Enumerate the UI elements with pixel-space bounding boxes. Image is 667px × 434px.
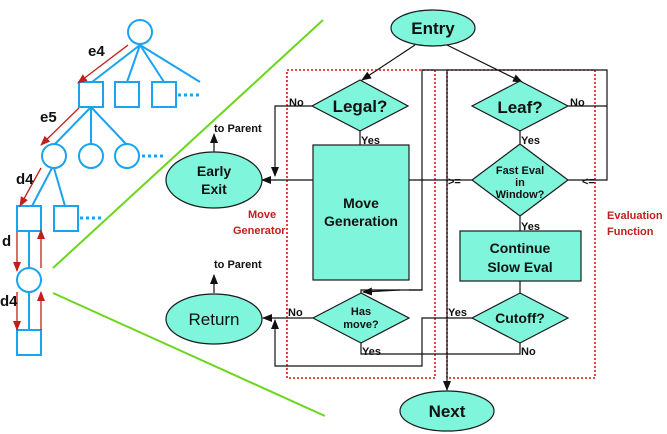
cutoff-decision: Cutoff? bbox=[470, 292, 570, 344]
legal-decision: Legal? bbox=[310, 79, 410, 132]
tree-node bbox=[114, 143, 140, 169]
tree-node bbox=[114, 81, 140, 108]
search-tree: e4 e5 d4 d d4 bbox=[0, 19, 201, 356]
legal-label: Legal? bbox=[333, 97, 388, 116]
search-arrow bbox=[77, 44, 129, 84]
cutoff-no-label: No bbox=[521, 346, 536, 358]
fast-eval-label: Window? bbox=[496, 189, 545, 201]
has-move-no-label: No bbox=[288, 307, 303, 319]
return-node: Return bbox=[165, 293, 263, 345]
fast-eval-le-label: <= bbox=[582, 176, 595, 188]
leaf-label: Leaf? bbox=[497, 98, 542, 117]
early-exit-label: Early bbox=[197, 163, 231, 179]
tree-edge-label: d4 bbox=[0, 293, 18, 310]
move-generator-label: Move bbox=[248, 209, 276, 221]
early-exit-node: Early Exit bbox=[165, 151, 263, 209]
move-generation-process: Move Generation bbox=[312, 144, 410, 281]
next-label: Next bbox=[429, 402, 466, 421]
fast-eval-label: in bbox=[515, 177, 525, 189]
tree-edge-label: d4 bbox=[16, 171, 34, 188]
move-generator-group bbox=[286, 69, 436, 379]
leaf-decision: Leaf? bbox=[470, 80, 570, 132]
evaluation-function-label: Evaluation bbox=[607, 210, 663, 222]
early-exit-to-parent-label: to Parent bbox=[214, 123, 262, 135]
tree-node bbox=[78, 143, 104, 169]
has-move-decision: Has move? bbox=[311, 292, 411, 344]
search-arrow bbox=[40, 107, 80, 146]
has-move-label: Has bbox=[351, 306, 371, 318]
search-arrow bbox=[19, 167, 42, 207]
move-generation-label: Generation bbox=[324, 213, 398, 229]
connectors bbox=[210, 44, 608, 391]
tree-node bbox=[16, 205, 42, 232]
fast-eval-label: Fast Eval bbox=[496, 165, 544, 177]
leaf-no-label: No bbox=[570, 97, 585, 109]
tree-node bbox=[53, 205, 79, 232]
tree-node bbox=[16, 267, 42, 293]
tree-node bbox=[16, 329, 42, 356]
tree-root-node bbox=[127, 19, 153, 45]
fast-eval-yes-label: Yes bbox=[521, 221, 540, 233]
cutoff-label: Cutoff? bbox=[495, 310, 545, 326]
tree-node bbox=[151, 81, 177, 108]
cutoff-yes-label: Yes bbox=[448, 307, 467, 319]
continue-slow-eval-label: Continue bbox=[490, 240, 551, 256]
legal-no-label: No bbox=[289, 97, 304, 109]
move-generator-label: Generator bbox=[233, 225, 286, 237]
tree-edge-label: d bbox=[2, 233, 11, 250]
entry-node: Entry bbox=[390, 9, 476, 47]
return-to-parent-label: to Parent bbox=[214, 259, 262, 271]
move-generation-label: Move bbox=[343, 195, 379, 211]
leaf-yes-label: Yes bbox=[521, 135, 540, 147]
has-move-label: move? bbox=[343, 319, 379, 331]
fast-eval-decision: Fast Eval in Window? bbox=[471, 143, 569, 217]
early-exit-label: Exit bbox=[201, 181, 227, 197]
zoom-line-bottom bbox=[52, 292, 326, 417]
continue-slow-eval-label: Slow Eval bbox=[487, 259, 552, 275]
legal-yes-label: Yes bbox=[361, 135, 380, 147]
evaluation-function-label: Function bbox=[607, 226, 654, 238]
continue-slow-eval-process: Continue Slow Eval bbox=[459, 230, 582, 282]
return-label: Return bbox=[188, 310, 239, 329]
next-node: Next bbox=[399, 390, 495, 432]
tree-edge-label: e4 bbox=[88, 43, 105, 60]
has-move-yes-label: Yes bbox=[362, 346, 381, 358]
entry-label: Entry bbox=[411, 19, 455, 38]
tree-edge-label: e5 bbox=[40, 109, 57, 126]
zoom-line-top bbox=[52, 19, 324, 269]
tree-node bbox=[78, 81, 104, 108]
fast-eval-ge-label: >= bbox=[448, 176, 461, 188]
tree-node bbox=[41, 143, 67, 169]
